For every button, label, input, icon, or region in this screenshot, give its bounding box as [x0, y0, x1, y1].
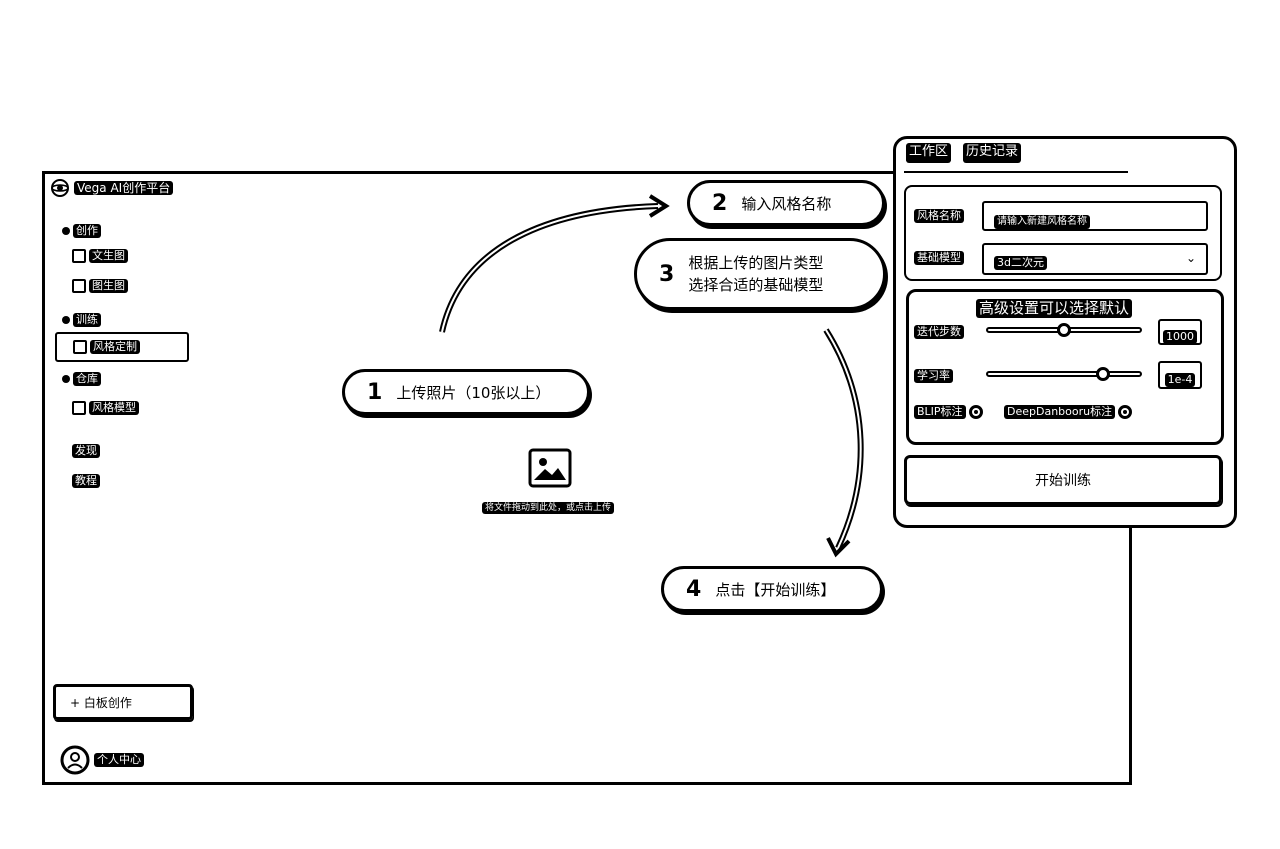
training-settings-panel: 工作区 历史记录 风格名称 请输入新建风格名称 基础模型 3d二次元 ⌄ 高级设… — [893, 136, 1237, 528]
tab-divider — [904, 171, 1128, 173]
sidebar-item-style-custom[interactable]: 风格定制 — [55, 332, 189, 362]
user-center-label: 个人中心 — [94, 753, 144, 767]
user-center[interactable]: 个人中心 — [60, 745, 144, 775]
callout-text: 根据上传的图片类型 — [688, 254, 824, 272]
upload-image-icon[interactable] — [528, 448, 572, 488]
section-dot-icon — [62, 375, 70, 383]
callout-text: 选择合适的基础模型 — [688, 276, 824, 294]
upload-hint: 将文件拖动到此处，或点击上传 — [482, 495, 615, 514]
whiteboard-button-label: + 白板创作 — [70, 695, 132, 710]
blip-option[interactable]: BLIP标注 — [914, 405, 983, 419]
iter-steps-input[interactable]: 1000 — [1158, 319, 1202, 345]
blip-radio[interactable] — [968, 405, 983, 419]
sidebar-item-label: 图生图 — [89, 279, 128, 293]
lr-label: 学习率 — [914, 369, 953, 383]
style-name-label: 风格名称 — [914, 209, 964, 223]
tab-workspace[interactable]: 工作区 — [906, 143, 952, 163]
section-train: 训练 — [62, 313, 101, 327]
lr-input[interactable]: 1e-4 — [1158, 361, 1202, 389]
base-model-select[interactable]: 3d二次元 ⌄ — [982, 243, 1208, 275]
callout-step-1: 1 上传照片（10张以上） — [342, 369, 590, 415]
section-create: 创作 — [62, 224, 101, 238]
sidebar-item-tutorial[interactable]: 教程 — [72, 474, 100, 488]
section-dot-icon — [62, 227, 70, 235]
sidebar-item-image-to-image[interactable]: 图生图 — [72, 279, 128, 293]
app-header: Vega AI创作平台 — [50, 178, 174, 198]
image-icon — [72, 279, 86, 293]
callout-text: 输入风格名称 — [741, 194, 832, 213]
style-name-input[interactable]: 请输入新建风格名称 — [982, 201, 1208, 231]
panel-tabs: 工作区 历史记录 — [906, 143, 1022, 163]
callout-text: 上传照片（10张以上） — [396, 383, 551, 402]
callout-number: 3 — [659, 261, 675, 287]
sidebar-item-label: 教程 — [72, 474, 100, 488]
callout-number: 4 — [686, 576, 702, 602]
sidebar-item-label: 文生图 — [89, 249, 128, 263]
vega-logo-icon — [51, 179, 69, 197]
callout-step-4: 4 点击【开始训练】 — [661, 566, 883, 612]
callout-number: 2 — [712, 190, 728, 216]
app-title: Vega AI创作平台 — [74, 181, 174, 195]
callout-number: 1 — [367, 379, 383, 405]
chevron-down-icon: ⌄ — [1185, 251, 1196, 265]
lr-slider-knob[interactable] — [1096, 367, 1110, 381]
section-dot-icon — [62, 316, 70, 324]
model-icon — [72, 401, 86, 415]
callout-step-2: 2 输入风格名称 — [687, 180, 885, 226]
advanced-note: 高级设置可以选择默认 — [976, 299, 1133, 318]
lr-slider[interactable] — [986, 371, 1142, 377]
section-repo: 仓库 — [62, 372, 101, 386]
section-label: 仓库 — [73, 372, 101, 386]
sidebar-item-style-model[interactable]: 风格模型 — [72, 401, 139, 415]
sidebar-item-label: 风格模型 — [89, 401, 139, 415]
callout-text: 点击【开始训练】 — [715, 580, 836, 599]
deepdanbooru-radio[interactable] — [1118, 405, 1133, 419]
callout-text-block: 根据上传的图片类型 选择合适的基础模型 — [688, 252, 823, 296]
base-model-label: 基础模型 — [914, 251, 964, 265]
section-label: 创作 — [73, 224, 101, 238]
sidebar-item-discover[interactable]: 发现 — [72, 444, 100, 458]
advanced-settings-card — [906, 289, 1224, 445]
style-custom-icon — [73, 340, 87, 354]
iter-steps-slider-knob[interactable] — [1057, 323, 1071, 337]
text-image-icon — [72, 249, 86, 263]
tab-history[interactable]: 历史记录 — [963, 143, 1022, 163]
callout-step-3: 3 根据上传的图片类型 选择合适的基础模型 — [634, 238, 886, 310]
sidebar-item-text-to-image[interactable]: 文生图 — [72, 249, 128, 263]
section-label: 训练 — [73, 313, 101, 327]
iter-steps-label: 迭代步数 — [914, 325, 964, 339]
avatar-icon — [60, 745, 90, 775]
whiteboard-button[interactable]: + 白板创作 — [53, 684, 193, 720]
sidebar-item-label: 风格定制 — [90, 340, 140, 354]
sidebar-item-label: 发现 — [72, 444, 100, 458]
start-training-label: 开始训练 — [1035, 473, 1091, 489]
start-training-button[interactable]: 开始训练 — [904, 455, 1222, 505]
deepdanbooru-option[interactable]: DeepDanbooru标注 — [1004, 405, 1133, 419]
